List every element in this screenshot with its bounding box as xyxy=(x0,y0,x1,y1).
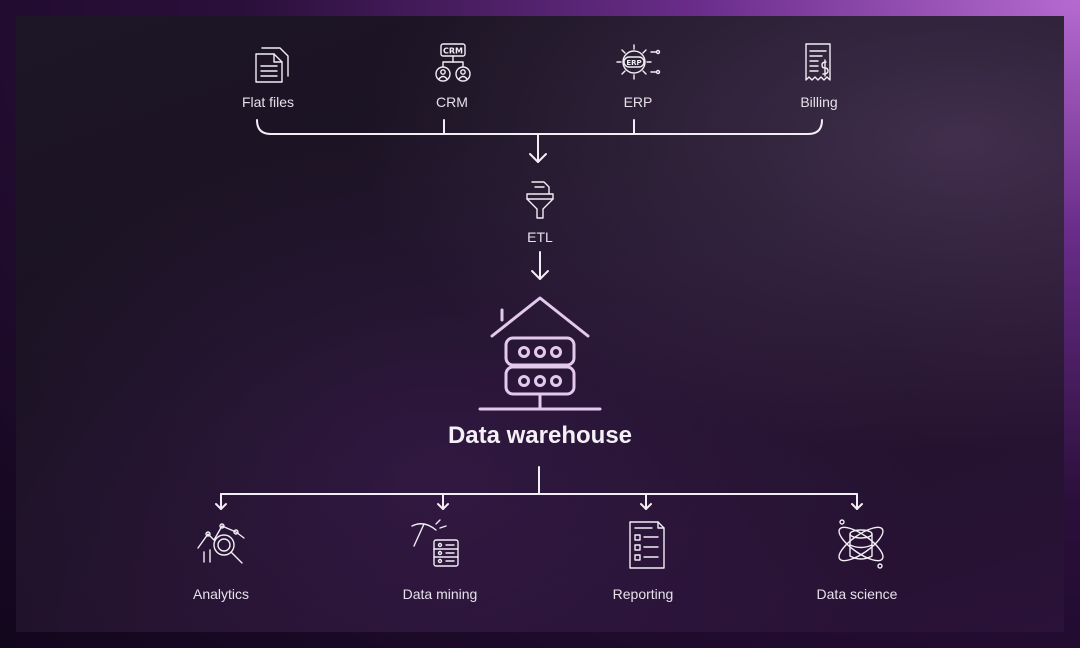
funnel-icon xyxy=(526,181,554,219)
billing-icon xyxy=(805,43,831,81)
output-label-data-mining: Data mining xyxy=(402,586,478,602)
output-label-data-science: Data science xyxy=(816,586,898,602)
sources-bracket xyxy=(256,119,823,135)
outputs-connector xyxy=(215,466,863,510)
flat-files-icon xyxy=(255,47,289,83)
source-label-erp: ERP xyxy=(623,94,653,110)
source-label-flat-files: Flat files xyxy=(241,94,295,110)
output-label-analytics: Analytics xyxy=(192,586,250,602)
erp-icon: ERP xyxy=(616,44,661,80)
crm-icon: CRM xyxy=(435,43,471,82)
analytics-icon xyxy=(197,523,245,564)
data-science-icon xyxy=(838,519,884,569)
svg-text:CRM: CRM xyxy=(443,47,463,56)
etl-label: ETL xyxy=(527,229,553,245)
reporting-icon xyxy=(629,521,665,569)
source-label-crm: CRM xyxy=(436,94,468,110)
warehouse-icon xyxy=(478,296,602,411)
arrow-to-warehouse xyxy=(531,251,549,280)
svg-text:ERP: ERP xyxy=(626,59,641,67)
data-mining-icon xyxy=(411,519,459,567)
diagram-frame xyxy=(16,16,1064,632)
arrow-to-etl xyxy=(529,133,547,163)
source-label-billing: Billing xyxy=(800,94,838,110)
output-label-reporting: Reporting xyxy=(612,586,674,602)
warehouse-label: Data warehouse xyxy=(447,422,633,449)
